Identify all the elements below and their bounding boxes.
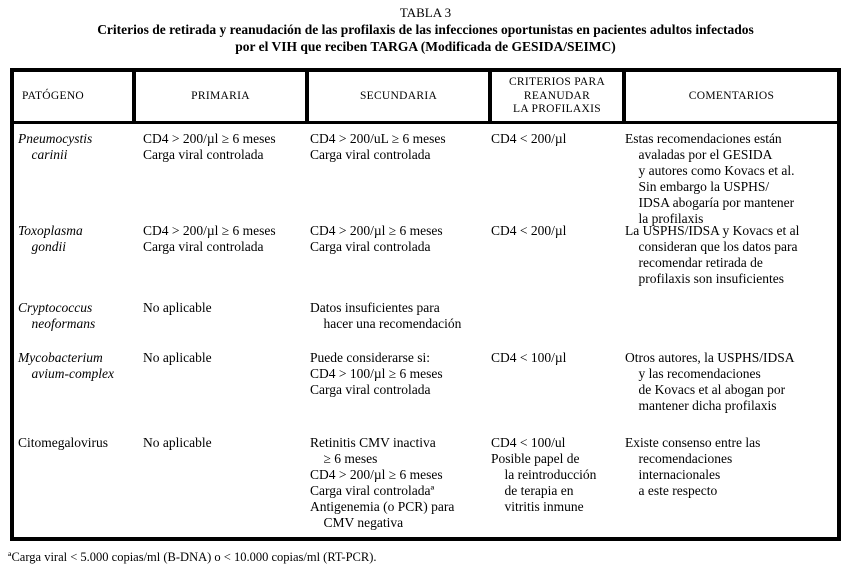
cell-comentarios: La USPHS/IDSA y Kovacs et al consideran … bbox=[625, 223, 800, 286]
cell-pathogen: Citomegalovirus bbox=[18, 435, 108, 450]
cell-primaria: CD4 > 200/µl ≥ 6 meses Carga viral contr… bbox=[143, 131, 276, 162]
cell-primaria: No aplicable bbox=[143, 435, 212, 450]
column-header-secundaria: SECUNDARIA bbox=[309, 72, 492, 121]
cell-secundaria: CD4 > 200/µl ≥ 6 meses Carga viral contr… bbox=[310, 223, 443, 254]
column-header-criterios-reanudar: CRITERIOS PARA REANUDAR LA PROFILAXIS bbox=[492, 72, 626, 121]
cell-comentarios bbox=[625, 300, 837, 332]
title-block: TABLA 3 Criterios de retirada y reanudac… bbox=[0, 5, 851, 55]
cell-secundaria: CD4 > 200/uL ≥ 6 meses Carga viral contr… bbox=[310, 131, 446, 162]
column-header-primaria: PRIMARIA bbox=[136, 72, 309, 121]
cell-comentarios: Existe consenso entre las recomendacione… bbox=[625, 435, 761, 498]
table-row: Mycobacterium avium-complex No aplicable P… bbox=[14, 350, 837, 414]
table-row: Cryptococcus neoformans No aplicable Datos… bbox=[14, 300, 837, 332]
cell-reanudar: CD4 < 100/ul Posible papel de la reintro… bbox=[491, 435, 597, 514]
cell-reanudar bbox=[491, 300, 625, 332]
cell-pathogen: Pneumocystis carinii bbox=[18, 131, 93, 162]
table-row: Citomegalovirus No aplicable Retinitis CMV… bbox=[14, 435, 837, 531]
cell-comentarios: Otros autores, la USPHS/IDSA y las recom… bbox=[625, 350, 795, 413]
cell-secundaria: Puede considerarse si: CD4 > 100/µl ≥ 6 … bbox=[310, 350, 443, 397]
table-header-row: PATÓGENO PRIMARIA SECUNDARIA CRITERIOS P… bbox=[14, 72, 837, 124]
cell-primaria: CD4 > 200/µl ≥ 6 meses Carga viral contr… bbox=[143, 223, 276, 254]
cell-pathogen: Cryptococcus neoformans bbox=[18, 300, 96, 331]
column-header-comentarios: COMENTARIOS bbox=[688, 89, 775, 102]
cell-secundaria: Retinitis CMV inactiva ≥ 6 meses CD4 > 2… bbox=[310, 435, 455, 530]
cell-primaria: No aplicable bbox=[143, 300, 212, 315]
cell-primaria: No aplicable bbox=[143, 350, 212, 365]
cell-comentarios: Estas recomendaciones están avaladas por… bbox=[625, 131, 795, 226]
cell-reanudar: CD4 < 100/µl bbox=[491, 350, 567, 365]
cell-secundaria: Datos insuficientes para hacer una recom… bbox=[310, 300, 462, 331]
table-title: Criterios de retirada y reanudación de l… bbox=[97, 22, 754, 54]
cell-reanudar: CD4 < 200/µl bbox=[491, 223, 567, 238]
table-footnote: ªCarga viral < 5.000 copias/ml (B-DNA) o… bbox=[8, 550, 377, 564]
column-header-patogeno: PATÓGENO bbox=[14, 72, 136, 121]
cell-reanudar: CD4 < 200/µl bbox=[491, 131, 567, 146]
cell-pathogen: Mycobacterium avium-complex bbox=[18, 350, 114, 381]
table-row: Toxoplasma gondii CD4 > 200/µl ≥ 6 meses … bbox=[14, 223, 837, 287]
table-row: Pneumocystis carinii CD4 > 200/µl ≥ 6 mes… bbox=[14, 131, 837, 227]
table-number-label: TABLA 3 bbox=[399, 5, 452, 20]
prophylaxis-criteria-table: PATÓGENO PRIMARIA SECUNDARIA CRITERIOS P… bbox=[10, 68, 841, 541]
cell-pathogen: Toxoplasma gondii bbox=[18, 223, 83, 254]
